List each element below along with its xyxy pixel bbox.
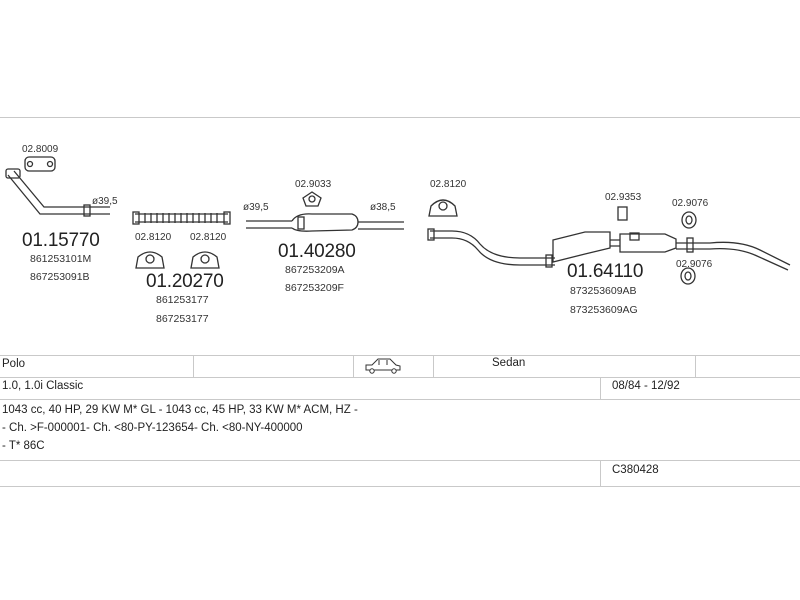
ring-9076-bottom-drawing [680, 267, 696, 285]
rear-muffler-drawing [427, 228, 791, 271]
engine-cell: 1.0, 1.0i Classic [2, 380, 84, 392]
table-line-2 [0, 377, 800, 378]
spec-cell: 1043 cc, 40 HP, 29 KW M* GL - 1043 cc, 4… [2, 404, 358, 416]
body-cell: Sedan [492, 357, 526, 369]
diameter-label-3b: ø38,5 [370, 202, 396, 213]
part-number-3: 01.40280 [278, 241, 356, 262]
ref-8120-rear: 02.8120 [430, 179, 467, 190]
table-divider-5 [600, 377, 601, 399]
ref-9076-bottom: 02.9076 [676, 259, 713, 270]
part-number-4: 01.64110 [567, 261, 644, 282]
center-muffler-drawing [246, 213, 404, 232]
car-sedan-icon [365, 358, 401, 374]
ref-9076-top: 02.9076 [672, 198, 709, 209]
ring-9076-top-drawing [681, 211, 697, 229]
gasket-rear-drawing [428, 199, 458, 217]
dates-cell: 08/84 - 12/92 [612, 380, 680, 392]
flange-8009-drawing [24, 156, 56, 172]
part-code-1a: 861253101M [30, 253, 92, 265]
gasket-left-drawing [135, 251, 165, 269]
front-pipe-drawing [5, 168, 110, 217]
ref-8009: 02.8009 [22, 144, 59, 155]
flex-pipe-drawing [132, 211, 231, 225]
table-divider-2 [353, 355, 354, 377]
top-border [0, 117, 800, 118]
diameter-label-1: ø39,5 [92, 196, 118, 207]
model-cell: Polo [2, 358, 26, 370]
ref-9353: 02.9353 [605, 192, 642, 203]
catalog-code-cell: C380428 [612, 464, 659, 476]
part-code-2b: 867253177 [156, 313, 209, 325]
part-code-4b: 873253609AG [570, 304, 638, 316]
ref-8120-right: 02.8120 [190, 232, 227, 243]
ref-9033: 02.9033 [295, 179, 332, 190]
table-bottom-line [0, 486, 800, 487]
part-code-3a: 867253209A [285, 264, 345, 276]
part-number-2: 01.20270 [146, 271, 224, 292]
table-line-3 [0, 399, 800, 400]
table-top-line [0, 355, 800, 356]
gasket-right-drawing [190, 251, 220, 269]
part-code-2a: 861253177 [156, 294, 209, 306]
diameter-label-3a: ø39,5 [243, 202, 269, 213]
table-divider-3 [433, 355, 434, 377]
table-divider-1 [193, 355, 194, 377]
part-code-1b: 867253091B [30, 271, 90, 283]
table-line-4 [0, 460, 800, 461]
chassis-cell: - Ch. >F-000001- Ch. <80-PY-123654- Ch. … [2, 422, 303, 434]
clamp-9353-drawing [617, 206, 628, 221]
part-code-3b: 867253209F [285, 282, 344, 294]
table-divider-4 [695, 355, 696, 377]
part-number-1: 01.15770 [22, 230, 100, 251]
part-code-4a: 873253609AB [570, 285, 637, 297]
temperature-cell: - T* 86C [2, 440, 45, 452]
ref-8120-left: 02.8120 [135, 232, 172, 243]
table-divider-6 [600, 460, 601, 486]
clamp-9033-drawing [302, 191, 322, 207]
